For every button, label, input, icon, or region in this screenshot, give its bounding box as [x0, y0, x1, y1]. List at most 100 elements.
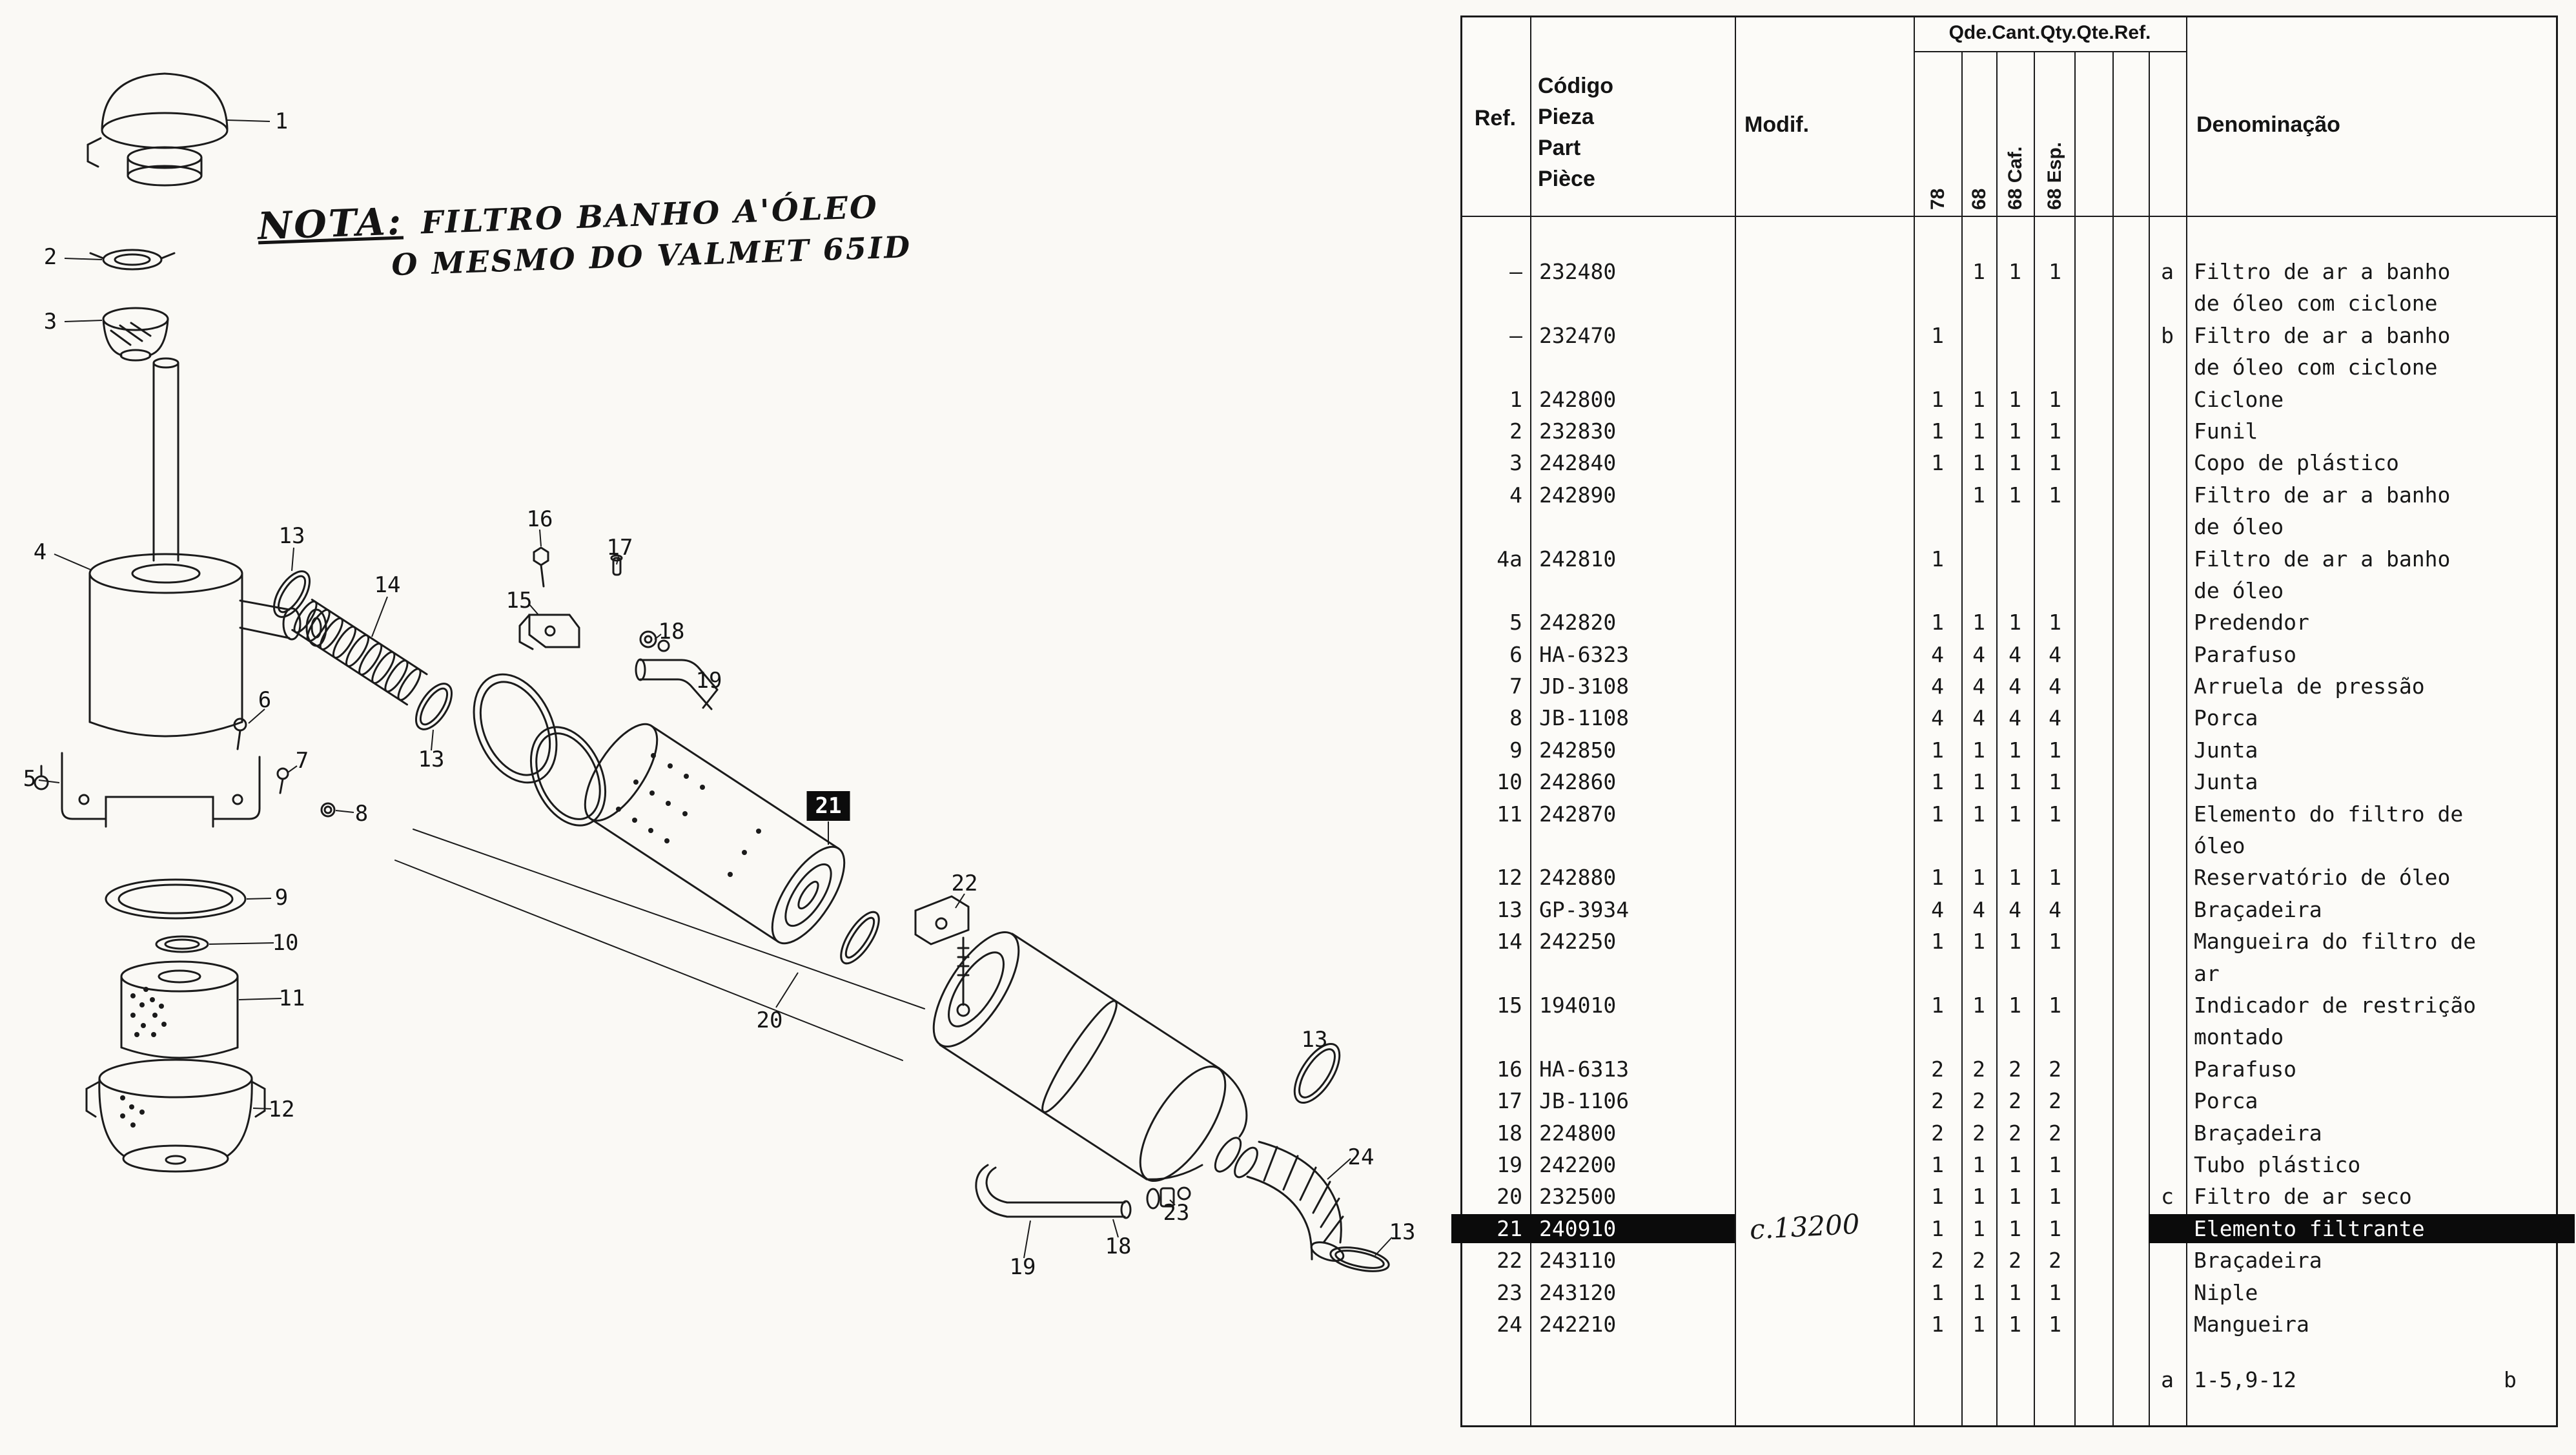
footer-right-letter: b: [2504, 1367, 2517, 1392]
cell-code: 232470: [1539, 322, 1617, 348]
cell-q: 4: [1972, 705, 1985, 731]
cell-code: 242200: [1539, 1151, 1617, 1177]
cell-q: 1: [1972, 450, 1985, 476]
cell-q: 4: [2049, 896, 2061, 922]
footer-letter: a: [2161, 1367, 2174, 1392]
cell-code: 242890: [1539, 482, 1617, 508]
cell-q: 1: [2049, 769, 2061, 795]
callout-5: 5: [23, 766, 37, 792]
cell-denom: Reservatório de óleo: [2194, 865, 2451, 891]
cell-code: 242840: [1539, 450, 1617, 476]
cell-code: JB-1108: [1539, 705, 1630, 731]
cell-q: 4: [1931, 641, 1944, 667]
cell-denom: Elemento do filtro de: [2194, 801, 2464, 827]
cell-q: 2: [2049, 1248, 2061, 1274]
exploded-diagram-area: NOTA:FILTRO BANHO A'ÓLEO O MESMO DO VALM…: [23, 72, 1416, 1280]
header-qty-group: Qde.Cant.Qty.Qte.Ref.: [1948, 22, 2151, 43]
cell-ref: 4: [1509, 482, 1522, 508]
cell-ref: 18: [1497, 1120, 1522, 1146]
cell-ref: 20: [1497, 1184, 1522, 1210]
cell-q: 1: [1972, 1279, 1985, 1305]
cell-ref: 4a: [1497, 546, 1522, 572]
header-ref: Ref.: [1474, 106, 1517, 130]
cell-q: 2: [2009, 1248, 2021, 1274]
cell-q: 1: [2009, 769, 2021, 795]
cell-q: 1: [1931, 322, 1944, 348]
cell-q: 1: [2049, 386, 2061, 412]
cell-q: 4: [1972, 896, 1985, 922]
cell-q: 1: [1972, 1311, 1985, 1337]
cell-q: 4: [1931, 896, 1944, 922]
cell-q: 1: [1931, 929, 1944, 955]
header-qty-col-68: 68: [1968, 188, 1990, 210]
cell-denom: Junta: [2194, 737, 2258, 763]
cell-code: 232480: [1539, 259, 1617, 284]
parts-table: Ref. Código Pieza Part Pièce Modif. Qde.…: [1451, 15, 2575, 1427]
callout-14: 14: [374, 572, 401, 598]
cell-q: 4: [2049, 641, 2061, 667]
cell-q: 1: [1972, 386, 1985, 412]
cell-q: 1: [2049, 1215, 2061, 1241]
cell-q: 1: [1972, 418, 1985, 444]
cell-q: 1: [2009, 1184, 2021, 1210]
cell-q: 1: [2009, 418, 2021, 444]
cell-code: 242820: [1539, 610, 1617, 635]
cell-q: 1: [1972, 259, 1985, 284]
cell-q: 1: [2049, 1184, 2061, 1210]
cell-ref: 9: [1509, 737, 1522, 763]
cell-ref: 11: [1497, 801, 1522, 827]
header-code-line: Part: [1538, 136, 1581, 160]
cell-q: 1: [2049, 610, 2061, 635]
cell-q: 1: [2049, 418, 2061, 444]
cell-ref: 3: [1509, 450, 1522, 476]
cell-code: 243110: [1539, 1248, 1617, 1274]
cell-q: 2: [1931, 1056, 1944, 1082]
cell-ref: 1: [1509, 386, 1522, 412]
cell-q: 4: [2009, 674, 2021, 699]
cell-q: 1: [2009, 929, 2021, 955]
header-qty-col-78: 78: [1927, 188, 1948, 210]
cell-denom: Junta: [2194, 769, 2258, 795]
header-code-line: Código: [1538, 74, 1614, 98]
diagram-parts: [34, 72, 1390, 1272]
cell-q: 1: [2009, 1215, 2021, 1241]
cell-q: 2: [1972, 1088, 1985, 1114]
cell-denom: Filtro de ar seco: [2194, 1184, 2412, 1210]
callout-13: 13: [1389, 1219, 1416, 1245]
callout-20: 20: [756, 1007, 783, 1033]
cell-q: 4: [2009, 641, 2021, 667]
callout-13: 13: [1301, 1027, 1328, 1053]
callout-7: 7: [295, 748, 309, 774]
cell-q: 1: [1931, 992, 1944, 1018]
cell-ref: 7: [1509, 674, 1522, 699]
cell-denom: Ciclone: [2194, 386, 2284, 412]
cell-q: 1: [2049, 1151, 2061, 1177]
cell-q: 1: [1931, 450, 1944, 476]
cell-denom: Braçadeira: [2194, 896, 2322, 922]
cell-q: 1: [1931, 386, 1944, 412]
footer-range: 1-5,9-12: [2194, 1367, 2296, 1392]
cell-q: 2: [1931, 1088, 1944, 1114]
highlight-bar-right: [2149, 1213, 2575, 1243]
cell-code: 194010: [1539, 992, 1617, 1018]
cell-q: 1: [1931, 610, 1944, 635]
cell-ref: 10: [1497, 769, 1522, 795]
cell-code: 242870: [1539, 801, 1617, 827]
cell-denom: Porca: [2194, 1088, 2258, 1114]
cell-denom: ar: [2194, 960, 2220, 986]
cell-denom: Porca: [2194, 705, 2258, 731]
header-qty-col-68esp: 68 Esp.: [2044, 141, 2065, 210]
callout-24: 24: [1347, 1144, 1375, 1170]
cell-code: 232500: [1539, 1184, 1617, 1210]
table-row-14-cont: ar: [1460, 958, 2558, 989]
